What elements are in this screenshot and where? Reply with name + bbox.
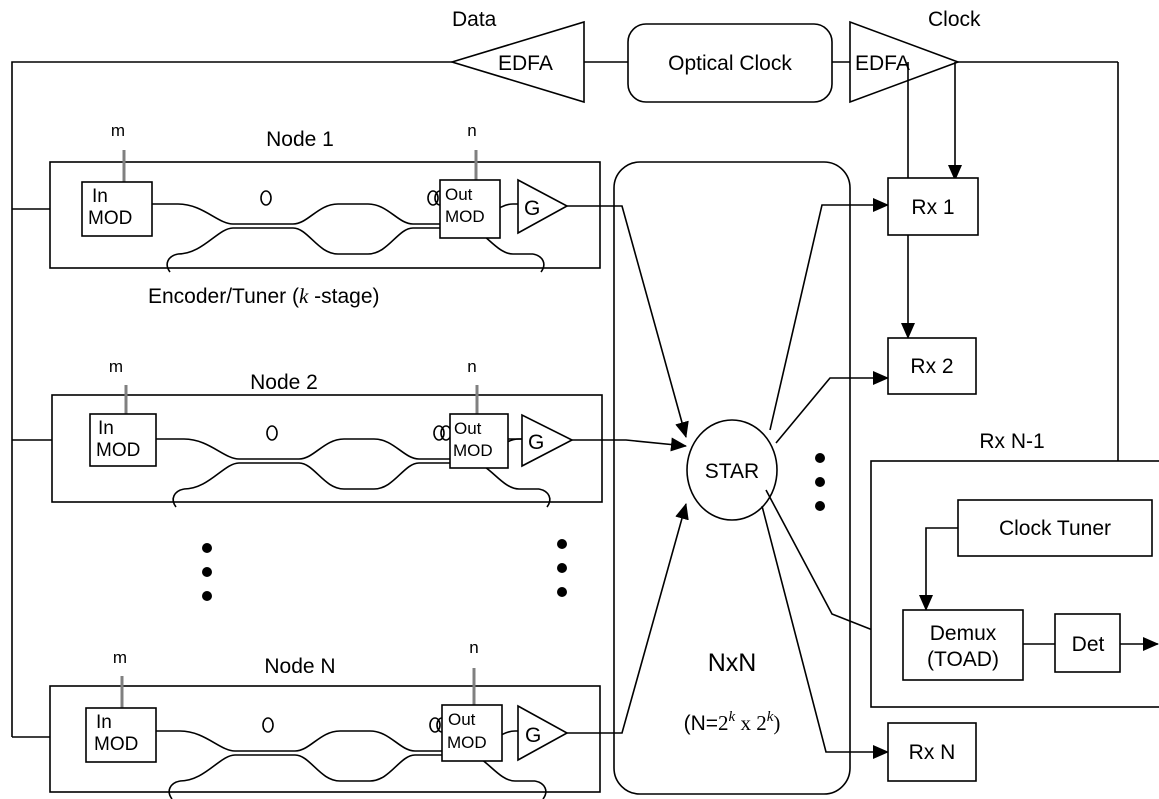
clock-tuner-label: Clock Tuner: [999, 517, 1111, 540]
clock-tuner-to-demux-arrow: [919, 527, 958, 611]
node-1-title: Node 1: [266, 128, 334, 151]
node-2-in-mod-line2: MOD: [96, 440, 140, 461]
data-bus: [11, 61, 452, 737]
demux-toad-box: [902, 609, 1024, 681]
clock-edfa-label: EDFA: [855, 52, 910, 75]
rx1-box: [887, 177, 979, 236]
node-n-in-mod-line2: MOD: [94, 734, 138, 755]
node-1-in-mod-line1: In: [92, 186, 108, 207]
node-1-gain-amplifier: [517, 178, 569, 235]
star-ellipsis: [815, 453, 825, 511]
node-n-n-label: n: [469, 638, 478, 657]
node-2: Node 2 m n In MOD Out MOD G: [51, 357, 603, 508]
node-1-in-mod: [81, 181, 153, 237]
node-2-in-mod-line1: In: [98, 418, 114, 439]
node-2-out-mod-line1: Out: [454, 419, 482, 438]
clock-label: Clock: [928, 8, 981, 31]
optical-clock-label: Optical Clock: [668, 52, 792, 75]
node-n-out-mod-line2: MOD: [447, 733, 487, 752]
data-label: Data: [452, 8, 497, 31]
node-2-title: Node 2: [250, 371, 318, 394]
det-label: Det: [1072, 633, 1105, 656]
star-node: [686, 419, 778, 521]
demux-label-line2: (TOAD): [927, 648, 999, 671]
node-1-gain-label: G: [524, 197, 540, 220]
node-ellipsis-right: [557, 539, 567, 597]
node2-to-star-arrow: [572, 437, 687, 452]
node-2-m-label: m: [109, 357, 123, 376]
node-2-gain-label: G: [528, 431, 544, 454]
node-2-n-label: n: [467, 357, 476, 376]
node-1: Node 1 m n In MOD Out MOD G: [49, 121, 601, 273]
node-2-out-mod-line2: MOD: [453, 441, 493, 460]
node-1-out-mod: [439, 179, 501, 239]
node-n: Node N m n In MOD Out MOD G: [49, 638, 601, 799]
node-2-in-mod: [89, 413, 157, 467]
node-n-in-mod: [85, 707, 157, 763]
node-1-m-label: m: [111, 121, 125, 140]
node-n-gain-label: G: [525, 724, 541, 747]
node-n-out-mod-line1: Out: [448, 710, 476, 729]
node-1-in-mod-line2: MOD: [88, 208, 132, 229]
rx2-label: Rx 2: [910, 355, 953, 378]
node-ellipsis-left: [202, 543, 212, 601]
node-n-out-mod: [441, 704, 503, 762]
det-box: [1054, 613, 1121, 673]
rxn-label: Rx N: [909, 741, 956, 764]
rxn1-label: Rx N-1: [979, 430, 1044, 453]
data-edfa-label: EDFA: [498, 52, 553, 75]
nxn-formula: (N=2k x 2k): [684, 709, 781, 735]
nxn-label: NxN: [708, 649, 757, 677]
star-label: STAR: [705, 460, 759, 483]
node1-to-star-arrow: [567, 205, 689, 438]
star-to-rx1-arrow: [769, 198, 889, 431]
node-n-title: Node N: [264, 655, 335, 678]
rxn-box: [887, 722, 977, 782]
demux-label-line1: Demux: [930, 622, 997, 645]
node-1-out-mod-line1: Out: [445, 185, 473, 204]
nodeN-to-star-arrow: [567, 503, 689, 734]
node-2-out-mod: [449, 413, 509, 469]
node-1-n-label: n: [467, 121, 476, 140]
node-n-m-label: m: [113, 648, 127, 667]
star-to-rxn-arrow: [761, 505, 889, 759]
node-n-in-mod-line1: In: [96, 712, 112, 733]
node-1-out-mod-line2: MOD: [445, 207, 485, 226]
rx2-box: [887, 337, 977, 395]
clock-tuner-box: [957, 499, 1153, 557]
star-to-rx2-arrow: [775, 371, 889, 444]
rx1-label: Rx 1: [911, 196, 954, 219]
encoder-tuner-caption: Encoder/Tuner (k -stage): [148, 284, 380, 308]
node-2-gain-amplifier: [521, 413, 574, 468]
optical-clock-box: [627, 23, 833, 103]
node-n-gain-amplifier: [517, 704, 569, 762]
